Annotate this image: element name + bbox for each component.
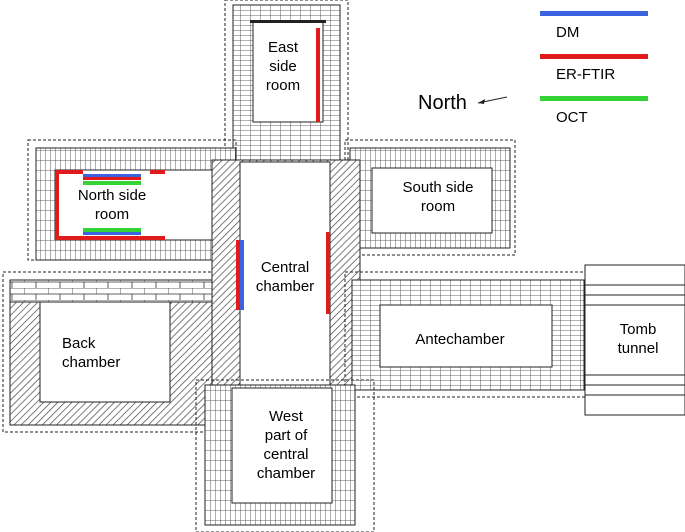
- antechamber-label: Antechamber: [415, 331, 505, 348]
- north-room-top-er-ftir-line: [83, 177, 141, 180]
- central-east-er-ftir-line: [326, 232, 330, 314]
- west-part-label: West part of central chamber: [256, 408, 316, 482]
- south-side-room-walls: [344, 139, 516, 256]
- legend-label-dm: DM: [556, 24, 580, 41]
- east-side-room-label: East side room: [265, 39, 301, 94]
- north-room-bottom-oct-line: [83, 228, 141, 232]
- east-room-er-ftir-line: [316, 28, 320, 122]
- legend: [540, 11, 648, 101]
- west-part-walls: [195, 379, 375, 532]
- measurement-lines: [55, 28, 330, 314]
- central-west-er-ftir-line: [236, 240, 240, 310]
- north-room-top-left-er-ftir-line: [55, 170, 83, 174]
- back-chamber-walls: [2, 271, 234, 433]
- north-label: North: [418, 92, 467, 114]
- east-side-room-walls: [224, 0, 349, 171]
- legend-swatch-oct: [540, 96, 648, 101]
- north-side-room-label: North side room: [77, 187, 147, 223]
- antechamber-walls: [344, 264, 685, 416]
- legend-label-oct: OCT: [556, 109, 588, 126]
- legend-swatch-dm: [540, 11, 648, 16]
- back-chamber-label: Back chamber: [62, 335, 121, 371]
- north-room-bottom-dm-line: [83, 232, 141, 235]
- legend-swatch-er-ftir: [540, 54, 648, 59]
- north-room-bottom-er-ftir-line: [55, 236, 165, 240]
- central-chamber-label: Central chamber: [255, 259, 315, 295]
- north-room-left-er-ftir-line: [55, 170, 59, 240]
- south-side-room-label: South side room: [402, 179, 474, 215]
- north-arrow-icon: [477, 96, 508, 104]
- north-room-top-right-er-ftir-line: [150, 170, 165, 174]
- north-room-top-oct-line: [83, 181, 141, 185]
- legend-label-er-ftir: ER-FTIR: [556, 66, 616, 83]
- tomb-tunnel-label: Tomb tunnel: [617, 321, 659, 357]
- north-room-top-dm-line: [83, 174, 141, 177]
- central-west-dm-line: [240, 240, 244, 310]
- north-side-room-walls: [27, 139, 237, 261]
